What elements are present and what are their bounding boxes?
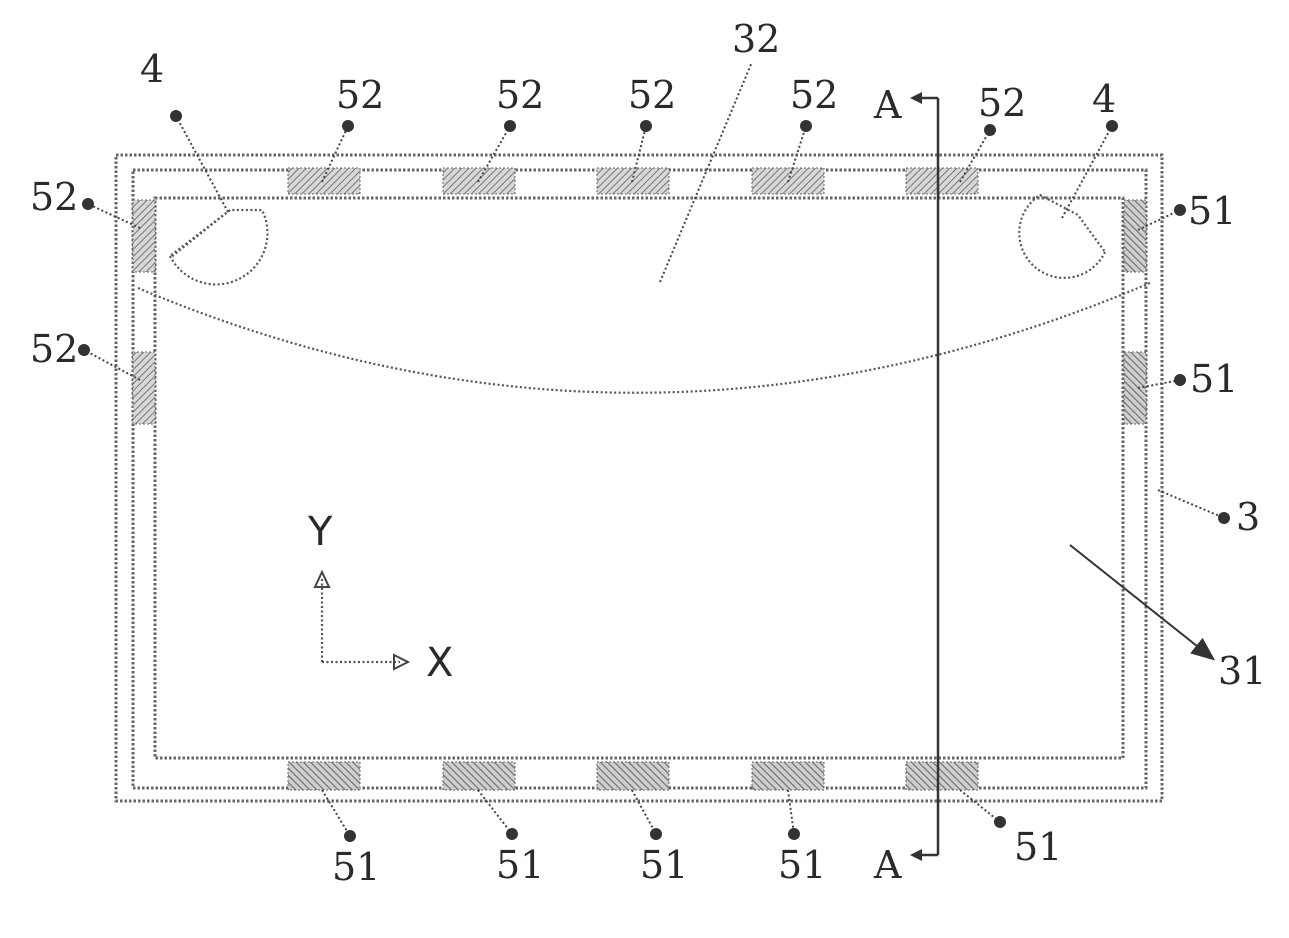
bottom-pad (597, 762, 669, 790)
ref-32-label: 32 (732, 17, 780, 61)
corner-circles (170, 195, 1105, 284)
outer-frame (116, 155, 1162, 801)
left-pad (133, 352, 155, 424)
section-a-top-label: A (873, 83, 902, 127)
axis-y-label: Y (307, 509, 333, 555)
curved-boundary (138, 283, 1150, 393)
axis-indicator: Y X (307, 509, 453, 686)
right-pad (1124, 200, 1146, 272)
bottom-pads (288, 762, 978, 790)
axis-x-label: X (426, 640, 453, 686)
ref-3-label: 3 (1236, 495, 1260, 539)
inner-panel (155, 198, 1123, 758)
bottom-pad (906, 762, 978, 790)
left-pad (133, 200, 155, 272)
ref-4-left-label: 4 (140, 47, 164, 91)
bottom-pad-label: 51 (332, 845, 380, 889)
section-a-bottom-label: A (873, 843, 902, 887)
ref-4-right-label: 4 (1092, 77, 1116, 121)
right-pad-label: 51 (1188, 189, 1236, 233)
bottom-pad (288, 762, 360, 790)
section-line-a-a (910, 92, 938, 861)
left-corner-arc (170, 210, 230, 258)
bottom-pad-label: 51 (778, 843, 826, 887)
right-pad-label: 51 (1190, 357, 1238, 401)
bottom-pad-label: 51 (640, 843, 688, 887)
bottom-pad-label: 51 (1014, 825, 1062, 869)
right-corner-circle (1019, 195, 1105, 278)
bottom-pad (752, 762, 824, 790)
top-pad (906, 168, 978, 194)
top-pad (288, 168, 360, 194)
ref-31-label: 31 (1218, 649, 1266, 693)
left-pad-label: 52 (30, 327, 78, 371)
top-pad-label: 52 (628, 73, 676, 117)
right-pads (1124, 200, 1146, 424)
bottom-pad (443, 762, 515, 790)
bottom-pad-label: 51 (496, 843, 544, 887)
left-pad-label: 52 (30, 175, 78, 219)
top-pad-label: 52 (978, 81, 1026, 125)
top-pad-label: 52 (790, 73, 838, 117)
top-pad-label: 52 (496, 73, 544, 117)
left-pads (133, 200, 155, 424)
top-pad-label: 52 (336, 73, 384, 117)
